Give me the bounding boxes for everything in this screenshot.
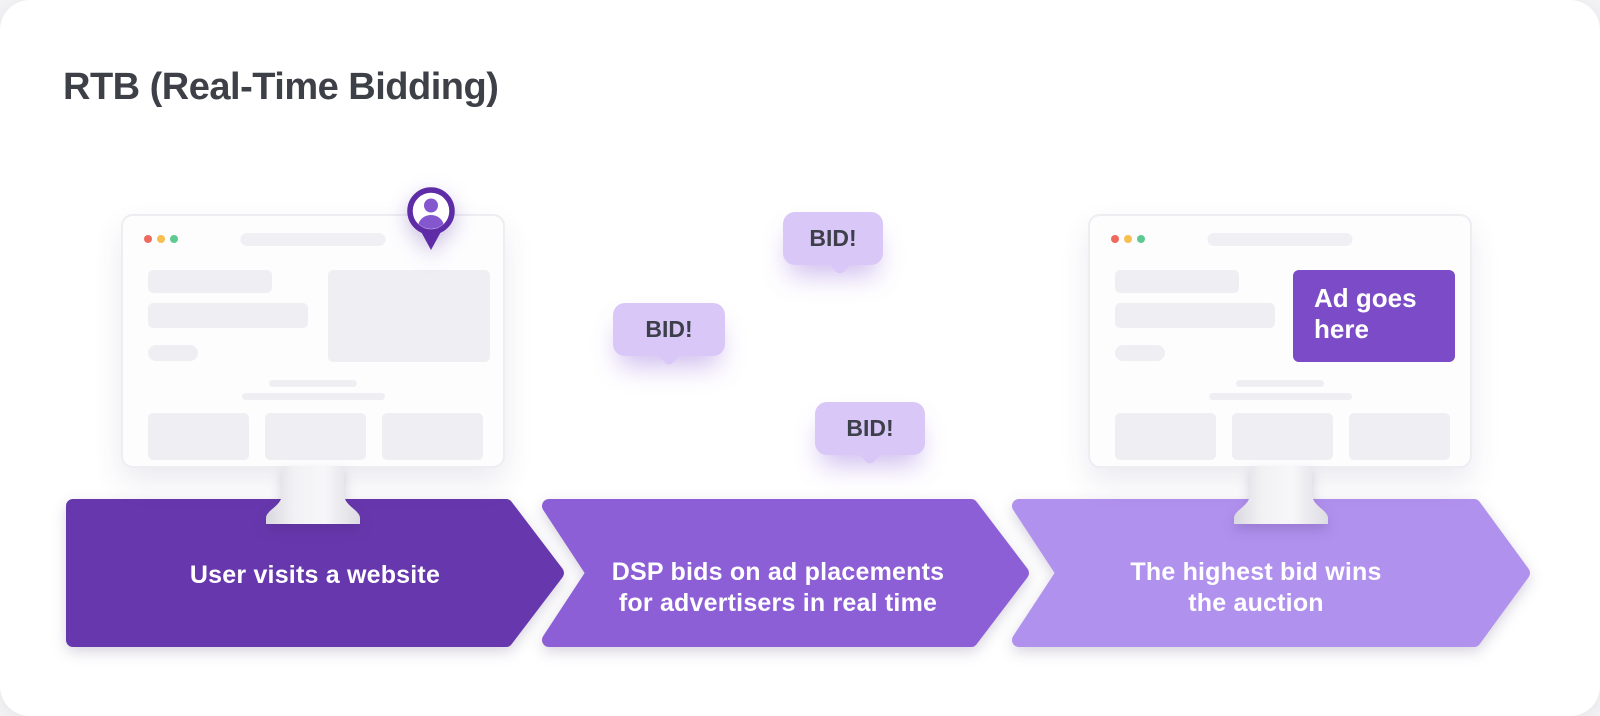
placeholder-card-2 xyxy=(265,413,366,460)
user-pin-icon xyxy=(407,187,455,250)
monitor-stand xyxy=(1234,466,1328,524)
placeholder-card-1 xyxy=(148,413,249,460)
placeholder-heading xyxy=(148,270,272,293)
traffic-light-red-icon xyxy=(144,235,152,243)
placeholder-center-line-2 xyxy=(1209,393,1352,400)
ad-slot-box: Ad goes here xyxy=(1293,270,1455,362)
step-1-label: User visits a website xyxy=(189,560,441,589)
bid-bubble-2: BID! xyxy=(613,303,725,367)
placeholder-card-1 xyxy=(1115,413,1216,460)
placeholder-card-3 xyxy=(382,413,483,460)
placeholder-card-2 xyxy=(1232,413,1333,460)
bid-bubble-3: BID! xyxy=(815,402,925,466)
placeholder-center-line-1 xyxy=(269,380,357,387)
traffic-light-green-icon xyxy=(1137,235,1145,243)
placeholder-text-line xyxy=(1115,303,1275,328)
traffic-light-red-icon xyxy=(1111,235,1119,243)
traffic-light-green-icon xyxy=(170,235,178,243)
placeholder-heading xyxy=(1115,270,1239,293)
placeholder-button xyxy=(148,345,198,361)
monitor-stand xyxy=(266,466,360,524)
browser-window-winner: Ad goes here xyxy=(1088,214,1472,468)
bid-bubble-1: BID! xyxy=(783,212,883,276)
address-bar xyxy=(1207,233,1353,246)
browser-window-user xyxy=(121,214,505,468)
page-title: RTB (Real-Time Bidding) xyxy=(63,66,499,108)
address-bar xyxy=(240,233,386,246)
placeholder-center-line-1 xyxy=(1236,380,1324,387)
placeholder-button xyxy=(1115,345,1165,361)
traffic-light-yellow-icon xyxy=(1124,235,1132,243)
placeholder-card-3 xyxy=(1349,413,1450,460)
placeholder-text-line xyxy=(148,303,308,328)
placeholder-hero-image xyxy=(328,270,490,362)
placeholder-center-line-2 xyxy=(242,393,385,400)
traffic-light-yellow-icon xyxy=(157,235,165,243)
